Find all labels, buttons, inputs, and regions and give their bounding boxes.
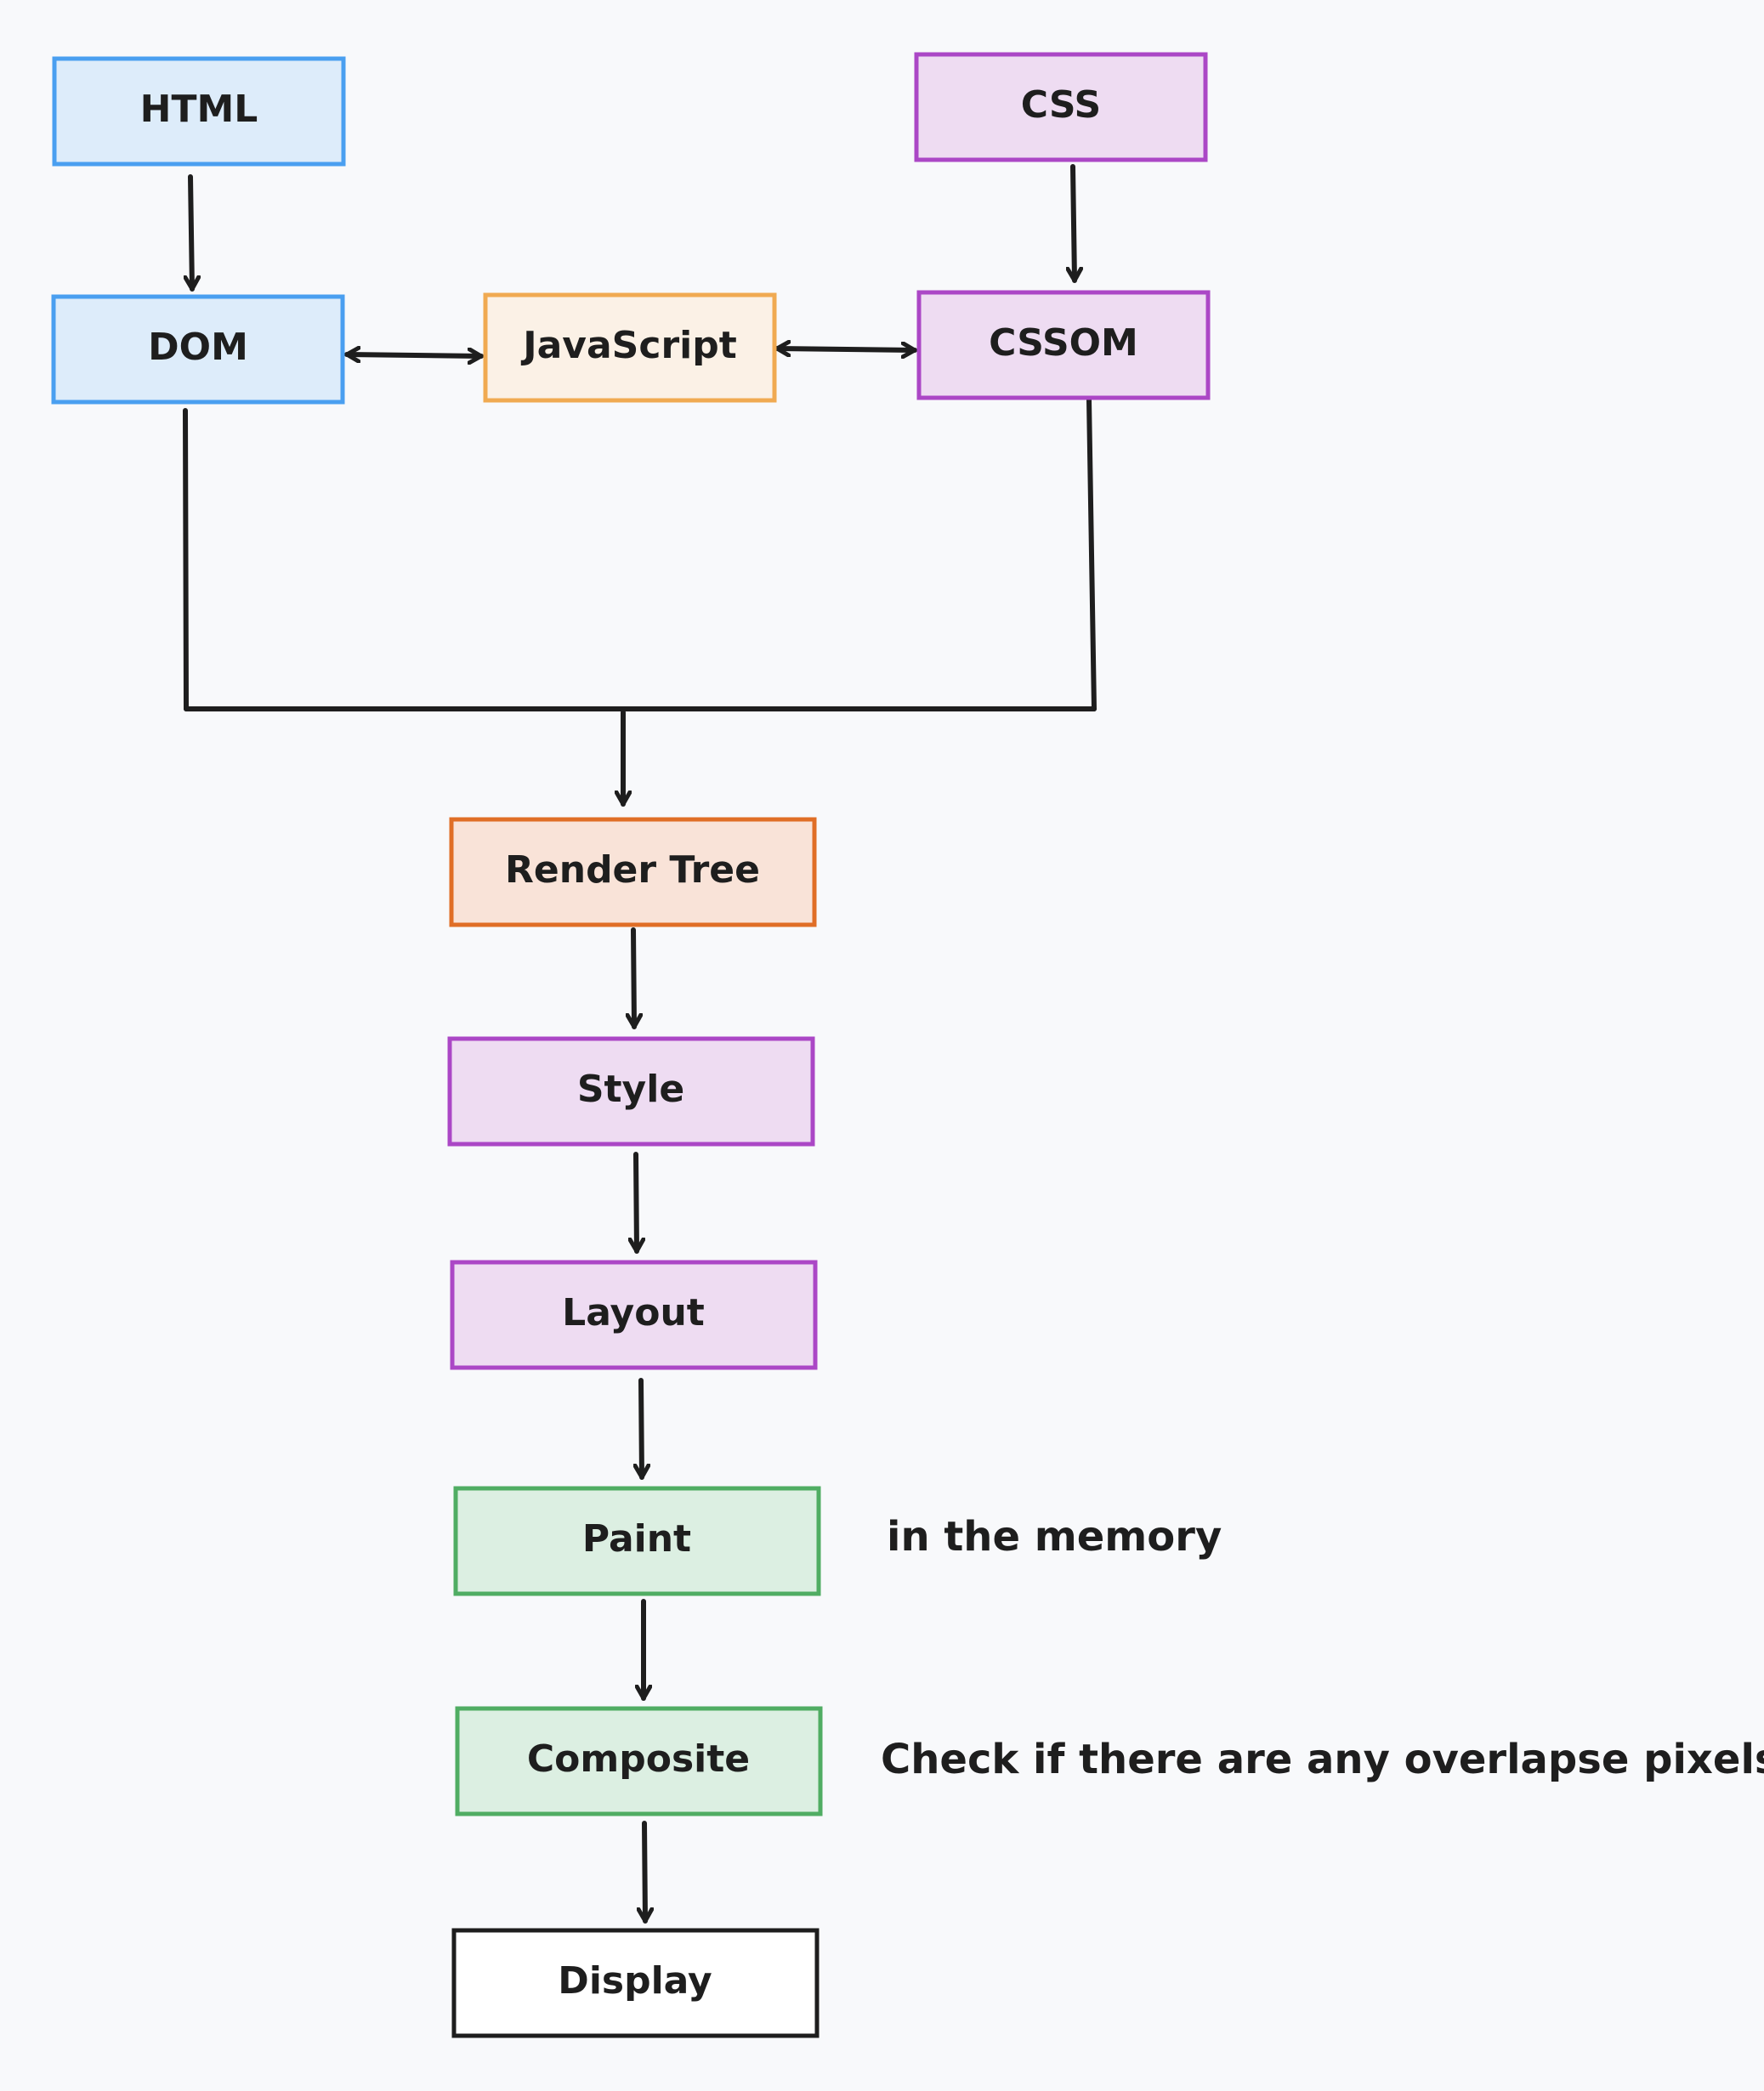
note-composite: Check if there are any overlapse pixels	[881, 1736, 1764, 1783]
arrow-html-to-dom	[190, 174, 192, 292]
arrow-composite-to-display	[644, 1821, 645, 1924]
node-css: CSS	[914, 52, 1208, 162]
node-paint-box	[453, 1486, 821, 1596]
node-composite-box	[455, 1706, 823, 1816]
note-paint: in the memory	[887, 1513, 1222, 1561]
annotations: in the memory Check if there are any ove…	[881, 1513, 1764, 1783]
node-paint-label: Paint	[582, 1517, 691, 1561]
node-css-label: CSS	[1021, 83, 1102, 127]
node-style-box	[447, 1036, 815, 1147]
node-paint: Paint	[453, 1486, 821, 1596]
node-html-box	[52, 56, 346, 167]
node-dom: DOM	[51, 294, 345, 405]
node-javascript-box	[483, 292, 777, 403]
node-cssom: CSSOM	[916, 290, 1211, 400]
node-composite: Composite	[455, 1706, 823, 1816]
node-composite-label: Composite	[527, 1737, 750, 1781]
line-dom-to-merge	[183, 408, 189, 711]
edges	[183, 164, 1097, 1924]
node-html-label: HTML	[140, 88, 258, 131]
node-render-tree-box	[449, 817, 817, 927]
node-css-box	[914, 52, 1208, 162]
node-display-label: Display	[558, 1959, 712, 2003]
node-javascript-label: JavaScript	[520, 324, 737, 367]
arrow-style-to-layout	[636, 1152, 637, 1254]
node-layout: Layout	[450, 1260, 818, 1370]
node-render-tree-label: Render Tree	[505, 848, 760, 892]
node-render-tree: Render Tree	[449, 817, 817, 927]
arrow-render-tree-to-style	[633, 927, 634, 1029]
node-layout-box	[450, 1260, 818, 1370]
arrow-dom-javascript	[344, 354, 484, 356]
arrow-css-to-cssom	[1073, 164, 1075, 283]
node-cssom-box	[916, 290, 1211, 400]
node-javascript: JavaScript	[483, 292, 777, 403]
line-cssom-to-merge	[1086, 397, 1097, 711]
node-style-label: Style	[577, 1068, 684, 1111]
node-style: Style	[447, 1036, 815, 1147]
node-display-box	[451, 1928, 820, 2038]
node-dom-box	[51, 294, 345, 405]
arrow-javascript-cssom	[774, 348, 917, 350]
node-dom-label: DOM	[148, 326, 248, 369]
node-html: HTML	[52, 56, 346, 167]
node-layout-label: Layout	[562, 1291, 705, 1334]
node-display: Display	[451, 1928, 820, 2038]
nodes: HTML CSS DOM JavaScript CSSOM Render Tre…	[51, 52, 1211, 2038]
node-cssom-label: CSSOM	[989, 321, 1138, 365]
arrow-layout-to-paint	[641, 1378, 642, 1480]
